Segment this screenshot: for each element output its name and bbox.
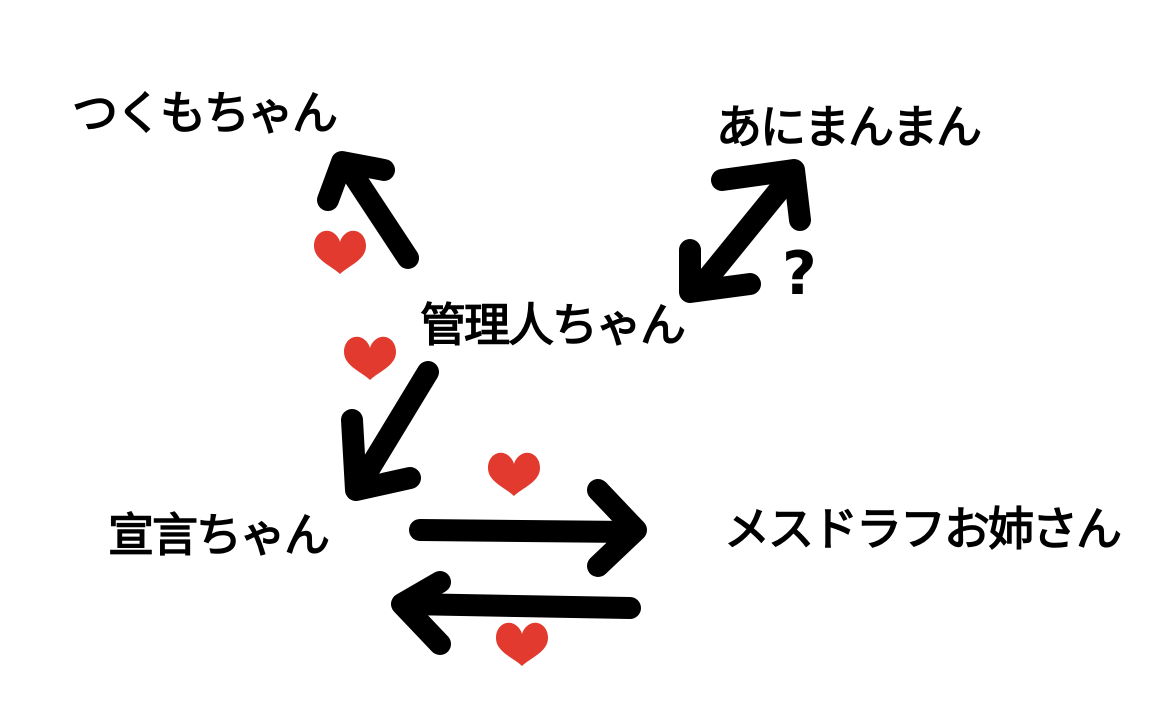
arrow-head-bottom <box>679 239 761 303</box>
arrow-shaft <box>395 593 641 619</box>
arrow-shaft <box>335 153 419 269</box>
arrow-head <box>317 151 395 211</box>
heart-icon <box>488 452 540 496</box>
arrow-kanrinin-to-sengen <box>341 361 439 501</box>
arrow-mesudora-to-sengen <box>391 571 641 655</box>
node-label-animan: あにまんまん <box>716 100 982 154</box>
heart-icon <box>314 230 366 274</box>
node-label-mesudora: メスドラフお姉さん <box>724 502 1122 556</box>
arrow-head <box>341 409 421 501</box>
node-label-tsukumo: つくもちゃん <box>72 86 338 140</box>
node-label-kanrinin: 管理人ちゃん <box>420 298 686 352</box>
arrow-head <box>391 571 451 655</box>
node-label-sengen: 宣言ちゃん <box>108 508 330 562</box>
arrow-kanrinin-to-tsukumo <box>317 151 419 269</box>
arrow-head-top <box>711 159 811 231</box>
arrow-head <box>587 479 647 577</box>
heart-icon <box>344 336 396 380</box>
arrow-sengen-to-mesudora <box>409 479 647 577</box>
arrow-kanrinin-animan-bidirectional <box>679 159 811 303</box>
arrow-shaft <box>409 519 643 543</box>
question-mark: ? <box>782 239 817 309</box>
arrow-shaft <box>349 361 439 495</box>
arrow-shaft <box>687 161 805 301</box>
heart-icon <box>496 622 548 666</box>
